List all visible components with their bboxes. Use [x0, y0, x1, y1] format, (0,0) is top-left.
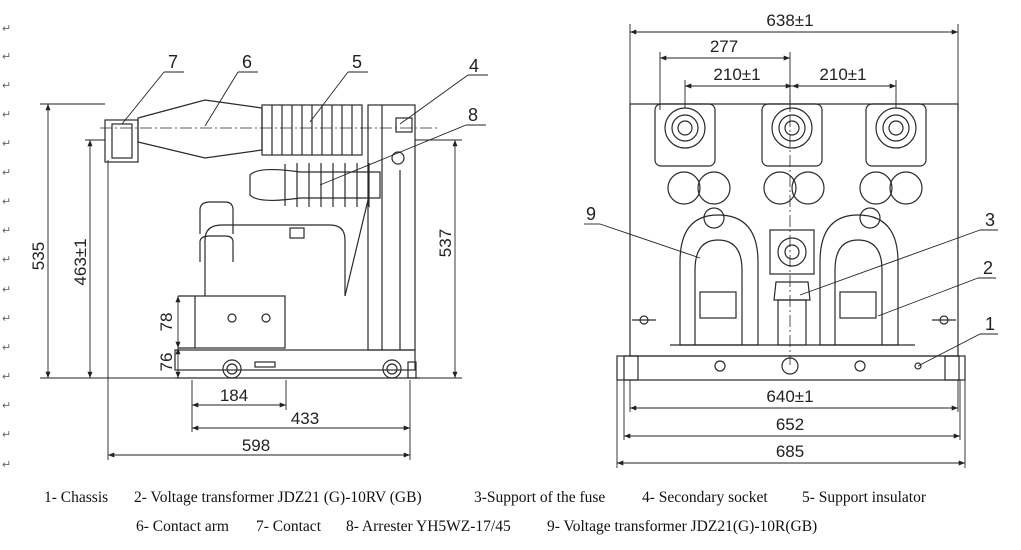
legend-item-secondary-socket: 4- Secondary socket [642, 489, 768, 506]
front-view [616, 95, 966, 381]
front-view-leaders [584, 223, 998, 367]
technical-drawing: ↵ ↵ ↵ ↵ ↵ ↵ ↵ ↵ ↵ ↵ ↵ ↵ ↵ ↵ ↵ ↵ [2, 11, 998, 471]
svg-text:↵: ↵ [2, 429, 11, 441]
legend-item-chassis: 1- Chassis [44, 489, 109, 506]
svg-text:↵: ↵ [2, 196, 11, 208]
callout-8: 8 [468, 105, 478, 125]
dim-598: 598 [242, 436, 270, 455]
callout-1: 1 [985, 314, 995, 334]
dim-433: 433 [291, 409, 319, 428]
dim-640: 640±1 [766, 387, 813, 406]
dim-210-left: 210±1 [713, 65, 760, 84]
dim-535: 535 [29, 242, 48, 270]
dim-78: 78 [157, 313, 176, 332]
svg-text:↵: ↵ [2, 254, 11, 266]
legend-item-voltage-transformer-rv: 2- Voltage transformer JDZ21 (G)-10RV (G… [134, 489, 422, 506]
side-view-dimensions [40, 103, 462, 460]
dim-537: 537 [436, 229, 455, 257]
dim-463: 463±1 [71, 238, 90, 285]
svg-text:↵: ↵ [2, 167, 11, 179]
svg-text:↵: ↵ [2, 109, 11, 121]
side-view-leaders [121, 71, 488, 186]
svg-text:↵: ↵ [2, 51, 11, 63]
svg-text:↵: ↵ [2, 459, 11, 471]
svg-text:↵: ↵ [2, 138, 11, 150]
paragraph-marks: ↵ ↵ ↵ ↵ ↵ ↵ ↵ ↵ ↵ ↵ ↵ ↵ ↵ ↵ ↵ ↵ [2, 23, 11, 471]
callout-7: 7 [168, 52, 178, 72]
callout-3: 3 [985, 210, 995, 230]
callout-6: 6 [242, 52, 252, 72]
dim-277: 277 [710, 37, 738, 56]
svg-text:↵: ↵ [2, 284, 11, 296]
svg-text:↵: ↵ [2, 23, 11, 35]
legend-item-support-insulator: 5- Support insulator [802, 489, 926, 506]
legend-item-arrester: 8- Arrester YH5WZ-17/45 [346, 518, 511, 535]
dim-210-right: 210±1 [819, 65, 866, 84]
dim-184: 184 [220, 386, 248, 405]
side-view [100, 99, 440, 379]
svg-text:↵: ↵ [2, 80, 11, 92]
dim-638: 638±1 [766, 11, 813, 30]
front-view-dimensions [616, 24, 966, 468]
legend-item-contact: 7- Contact [256, 518, 321, 535]
svg-text:↵: ↵ [2, 225, 11, 237]
dim-76: 76 [157, 353, 176, 372]
dim-685: 685 [776, 442, 804, 461]
callout-5: 5 [352, 52, 362, 72]
callout-9: 9 [586, 204, 596, 224]
callout-4: 4 [469, 56, 479, 76]
callout-2: 2 [983, 258, 993, 278]
svg-text:↵: ↵ [2, 342, 11, 354]
svg-text:↵: ↵ [2, 400, 11, 412]
svg-text:↵: ↵ [2, 313, 11, 325]
legend-item-voltage-transformer-r: 9- Voltage transformer JDZ21(G)-10R(GB) [547, 518, 818, 535]
dim-652: 652 [776, 415, 804, 434]
legend-item-contact-arm: 6- Contact arm [136, 518, 229, 535]
legend-row-2: 6- Contact arm 7- Contact 8- Arrester YH… [0, 518, 1021, 538]
svg-text:↵: ↵ [2, 371, 11, 383]
legend-item-fuse-support: 3-Support of the fuse [474, 489, 606, 506]
legend-row-1: 1- Chassis 2- Voltage transformer JDZ21 … [0, 489, 1021, 509]
